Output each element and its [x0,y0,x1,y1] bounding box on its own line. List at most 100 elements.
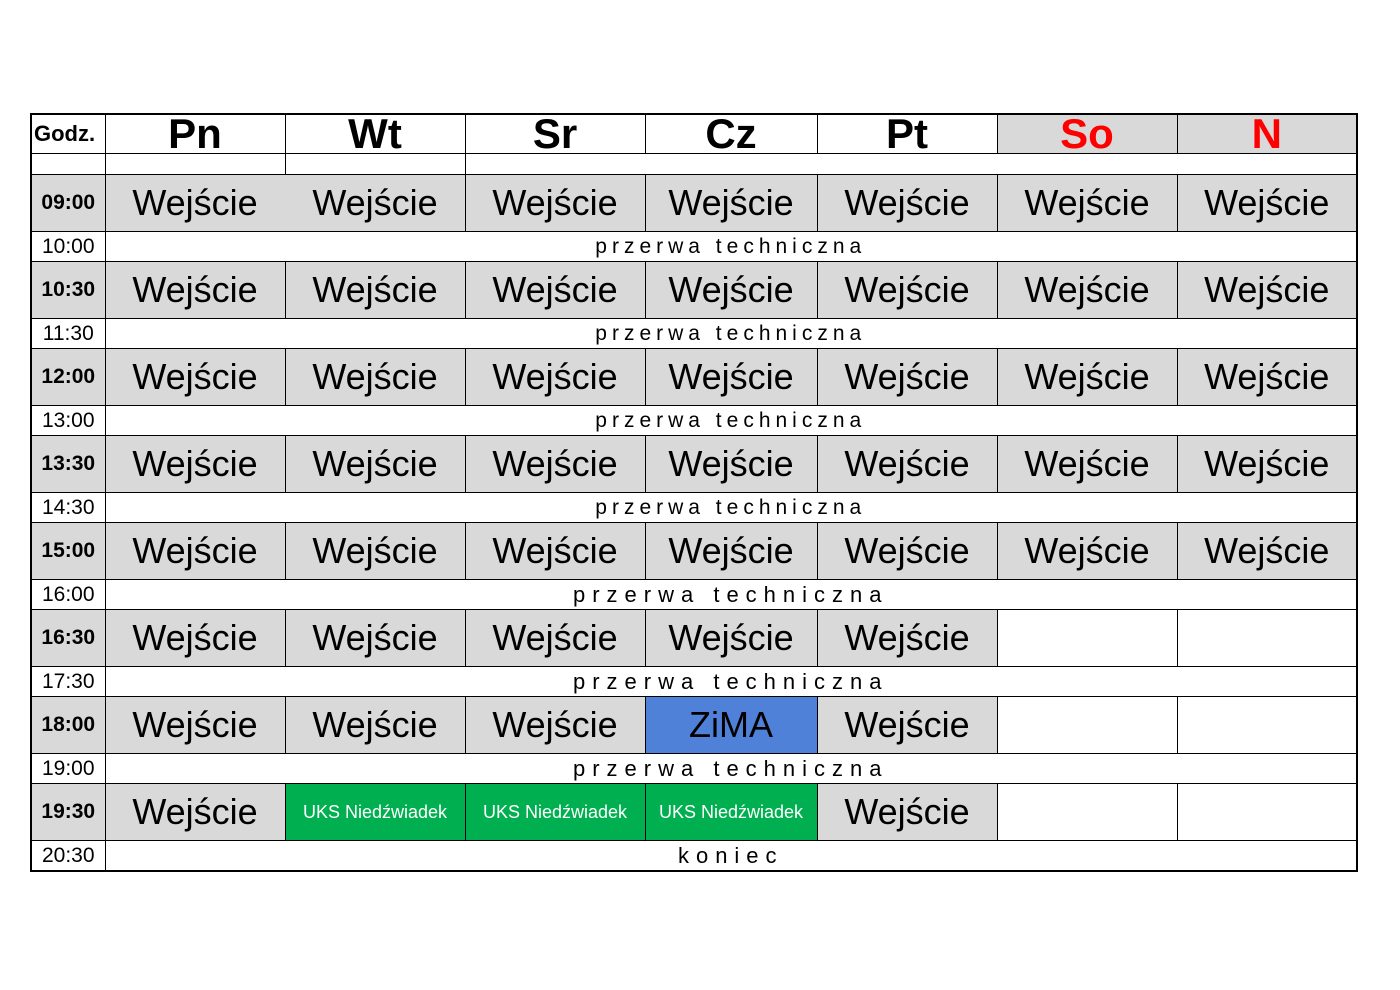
break-label: przerwa techniczna [104,753,1358,784]
slot-cell: Wejście [816,348,998,406]
empty-slot-cell [996,696,1178,754]
uks-slot-cell: UKS Niedźwiadek [284,783,466,841]
slot-cell: Wejście [284,174,466,232]
slot-cell: Wejście [816,783,998,841]
slot-cell: Wejście [996,522,1178,580]
slot-cell: Wejście [464,609,646,667]
break-label: przerwa techniczna [104,666,1358,697]
slot-cell: Wejście [996,435,1178,493]
slot-cell: Wejście [104,522,286,580]
header-row: Godz. Pn Wt Sr Cz Pt So N [30,113,1358,154]
break-row-1730: 17:30 przerwa techniczna [30,666,1358,697]
slot-cell: Wejście [816,435,998,493]
day-header-sr: Sr [464,113,646,154]
slot-time: 15:00 [30,522,106,580]
spacer-cell [464,153,1358,175]
break-time: 13:00 [30,405,106,436]
break-row-1300: 13:00 przerwa techniczna [30,405,1358,436]
empty-slot-cell [1176,783,1358,841]
slot-cell: Wejście [104,348,286,406]
slot-cell: Wejście [464,522,646,580]
day-header-pn: Pn [104,113,286,154]
break-label: przerwa techniczna [104,492,1358,523]
slot-cell: Wejście [104,783,286,841]
slot-cell: Wejście [464,261,646,319]
slot-cell: Wejście [464,696,646,754]
slot-row-1200: 12:00 Wejście Wejście Wejście Wejście We… [30,348,1358,406]
slot-cell: Wejście [644,435,818,493]
slot-cell: Wejście [816,261,998,319]
slot-cell: Wejście [996,174,1178,232]
empty-slot-cell [1176,696,1358,754]
slot-cell: Wejście [104,435,286,493]
slot-time: 16:30 [30,609,106,667]
break-row-1000: 10:00 przerwa techniczna [30,231,1358,262]
break-time: 14:30 [30,492,106,523]
slot-cell: Wejście [284,609,466,667]
slot-cell: Wejście [284,348,466,406]
header-spacer-row [30,153,1358,175]
slot-cell: Wejście [104,696,286,754]
slot-cell: Wejście [1176,261,1358,319]
day-header-pt: Pt [816,113,998,154]
slot-row-1500: 15:00 Wejście Wejście Wejście Wejście We… [30,522,1358,580]
slot-cell: Wejście [104,174,286,232]
slot-cell: Wejście [816,696,998,754]
break-time: 16:00 [30,579,106,610]
break-time: 11:30 [30,318,106,349]
slot-row-1800: 18:00 Wejście Wejście Wejście ZiMA Wejśc… [30,696,1358,754]
zima-slot-cell: ZiMA [644,696,818,754]
slot-cell: Wejście [1176,435,1358,493]
slot-cell: Wejście [644,348,818,406]
slot-cell: Wejście [816,609,998,667]
slot-time: 18:00 [30,696,106,754]
break-row-1430: 14:30 przerwa techniczna [30,492,1358,523]
slot-cell: Wejście [1176,348,1358,406]
slot-cell: Wejście [284,696,466,754]
slot-cell: Wejście [284,435,466,493]
day-header-cz: Cz [644,113,818,154]
uks-slot-cell: UKS Niedźwiadek [464,783,646,841]
break-time: 17:30 [30,666,106,697]
slot-cell: Wejście [816,522,998,580]
break-row-1600: 16:00 przerwa techniczna [30,579,1358,610]
uks-slot-cell: UKS Niedźwiadek [644,783,818,841]
empty-slot-cell [996,609,1178,667]
schedule-table: Godz. Pn Wt Sr Cz Pt So N 09:00 Wejście … [30,113,1358,872]
slot-cell: Wejście [464,435,646,493]
slot-cell: Wejście [284,522,466,580]
slot-time: 13:30 [30,435,106,493]
break-time: 19:00 [30,753,106,784]
break-time: 20:30 [30,840,106,872]
slot-cell: Wejście [464,174,646,232]
end-label: koniec [104,840,1358,872]
break-label: przerwa techniczna [104,318,1358,349]
slot-cell: Wejście [284,261,466,319]
slot-row-1930: 19:30 Wejście UKS Niedźwiadek UKS Niedźw… [30,783,1358,841]
slot-cell: Wejście [1176,174,1358,232]
slot-cell: Wejście [996,348,1178,406]
slot-time: 19:30 [30,783,106,841]
day-header-n: N [1176,113,1358,154]
slot-time: 12:00 [30,348,106,406]
slot-cell: Wejście [644,609,818,667]
slot-time: 10:30 [30,261,106,319]
break-label: przerwa techniczna [104,579,1358,610]
slot-cell: Wejście [464,348,646,406]
break-row-1130: 11:30 przerwa techniczna [30,318,1358,349]
spacer-cell [104,153,286,175]
slot-row-1330: 13:30 Wejście Wejście Wejście Wejście We… [30,435,1358,493]
empty-slot-cell [1176,609,1358,667]
slot-cell: Wejście [644,261,818,319]
day-header-wt: Wt [284,113,466,154]
slot-cell: Wejście [644,522,818,580]
spacer-cell [284,153,466,175]
time-column-header: Godz. [30,113,106,154]
break-label: przerwa techniczna [104,405,1358,436]
slot-cell: Wejście [816,174,998,232]
break-row-1900: 19:00 przerwa techniczna [30,753,1358,784]
slot-row-1030: 10:30 Wejście Wejście Wejście Wejście We… [30,261,1358,319]
break-time: 10:00 [30,231,106,262]
slot-cell: Wejście [996,261,1178,319]
slot-cell: Wejście [104,261,286,319]
